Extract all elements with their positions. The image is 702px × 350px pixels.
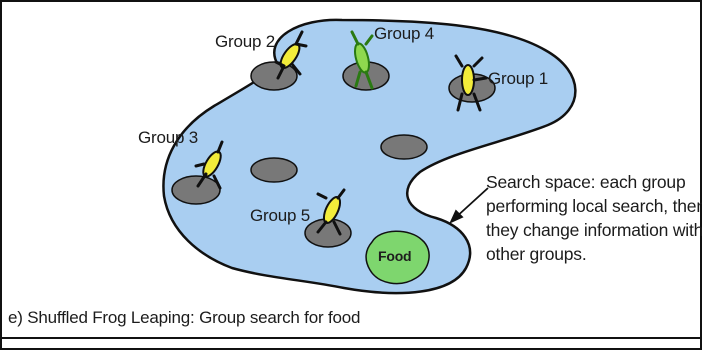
group-5-label: Group 5 [250,206,310,226]
stone-empty-1 [251,158,297,182]
group-1-label: Group 1 [488,69,548,89]
description-arrow [451,188,488,222]
group-2-label: Group 2 [215,32,275,52]
description-line: they change information with [486,218,702,242]
stone-group2 [251,62,297,90]
description-text: Search space: each group performing loca… [486,170,702,266]
description-line: Search space: each group [486,170,702,194]
figure-caption: e) Shuffled Frog Leaping: Group search f… [8,308,360,328]
group-3-label: Group 3 [138,128,198,148]
description-line: other groups. [486,242,702,266]
food-label: Food [378,248,411,264]
stone-group3 [172,176,220,204]
description-line: performing local search, then [486,194,702,218]
stone-empty-2 [381,135,427,159]
group-4-label: Group 4 [374,24,434,44]
